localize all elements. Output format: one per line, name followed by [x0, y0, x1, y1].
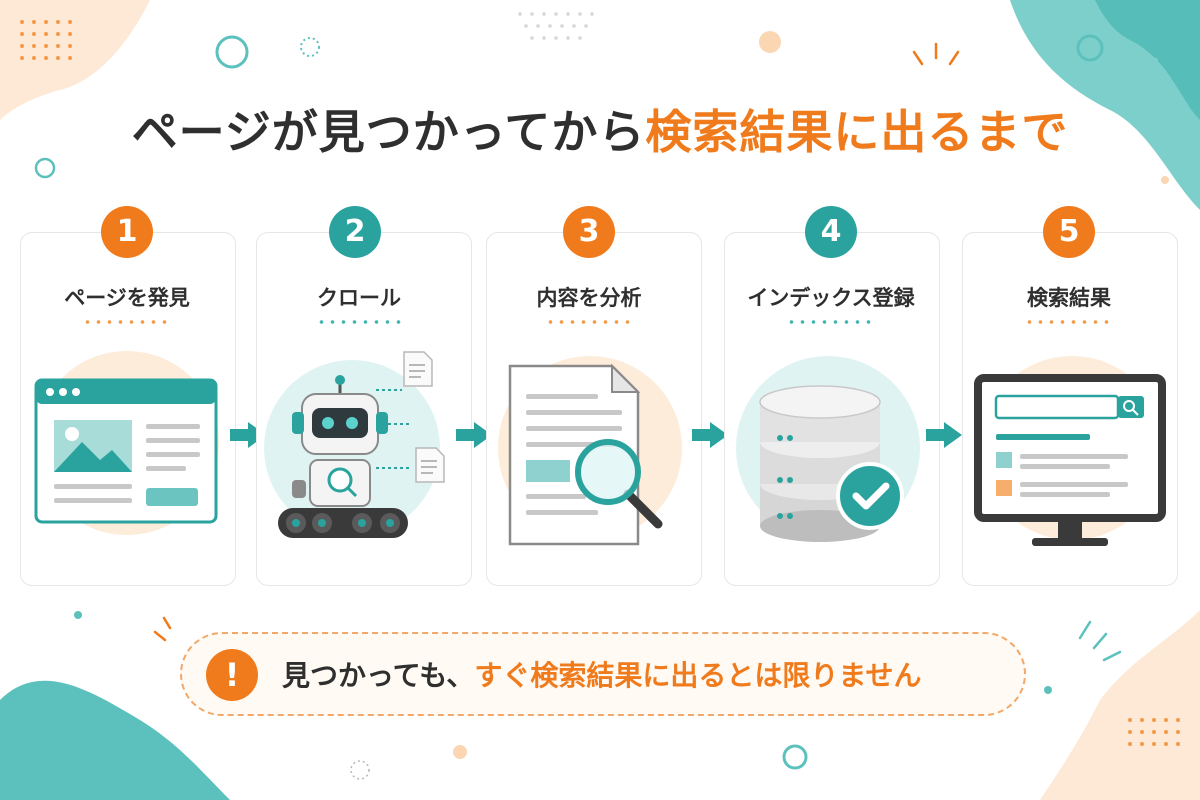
step-label-1: ページを発見 — [64, 286, 190, 310]
title-highlight: 検索結果に出るまで — [645, 105, 1069, 159]
warning-text: 見つかっても、すぐ検索結果に出るとは限りません — [282, 654, 922, 694]
document-magnifier-icon — [498, 356, 682, 546]
exclamation-icon: ! — [206, 649, 258, 701]
step-label-3: 内容を分析 — [536, 286, 642, 310]
arrow-right-icon — [692, 422, 728, 448]
warning-note: ! 見つかっても、すぐ検索結果に出るとは限りません — [180, 632, 1026, 716]
step-number-5: 5 — [1043, 206, 1095, 258]
step-number-3: 3 — [563, 206, 615, 258]
search-results-monitor-icon — [974, 356, 1166, 546]
warning-text-prefix: 見つかっても、 — [282, 659, 475, 692]
step-divider-1 — [82, 320, 172, 324]
arrow-right-icon — [456, 422, 492, 448]
step-number-2: 2 — [329, 206, 381, 258]
warning-text-highlight: すぐ検索結果に出るとは限りません — [474, 659, 922, 692]
crawler-robot-icon — [264, 351, 445, 538]
step-label-2: クロール — [317, 286, 401, 310]
step-number-1: 1 — [101, 206, 153, 258]
title-prefix: ページが見つかってから — [131, 105, 646, 159]
browser-window-icon — [34, 351, 219, 535]
step-label-5: 検索結果 — [1027, 286, 1111, 310]
database-check-icon — [736, 356, 920, 542]
step-divider-5 — [1024, 320, 1114, 324]
arrow-right-icon — [926, 422, 962, 448]
step-divider-4 — [786, 320, 876, 324]
step-divider-3 — [545, 320, 635, 324]
page-title: ページが見つかってから検索結果に出るまで — [0, 96, 1200, 162]
step-divider-2 — [316, 320, 406, 324]
step-number-4: 4 — [805, 206, 857, 258]
step-label-4: インデックス登録 — [747, 286, 915, 310]
